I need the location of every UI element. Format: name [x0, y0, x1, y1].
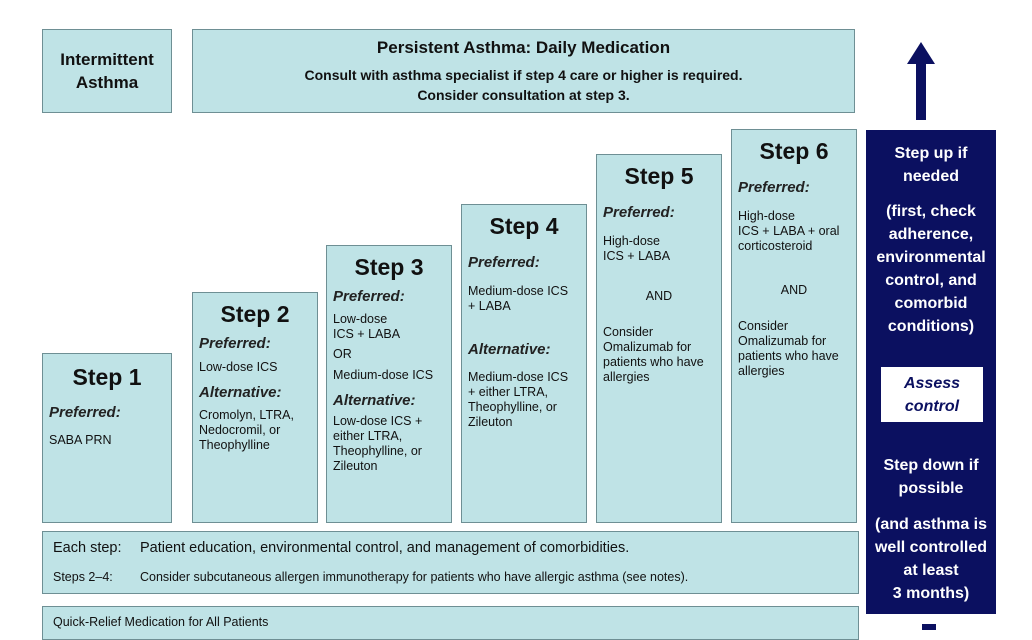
steps-2-4-text: Consider subcutaneous allergen immunothe…	[140, 570, 689, 584]
quick-relief-title: Quick-Relief Medication for All Patients	[53, 615, 269, 629]
intermittent-asthma-header: Intermittent Asthma	[42, 29, 172, 113]
and-text: AND	[780, 283, 808, 297]
step-4-box: Step 4 Preferred: Medium-dose ICS + LABA…	[461, 204, 587, 523]
each-step-row: Each step: Patient education, environment…	[53, 540, 629, 556]
each-step-box: Each step: Patient education, environment…	[42, 531, 859, 594]
each-step-text: Patient education, environmental control…	[140, 540, 630, 556]
step-title: Step 6	[759, 138, 829, 164]
preferred-text: High-dose ICS + LABA	[603, 234, 671, 263]
step-title: Step 1	[72, 364, 142, 390]
persistent-asthma-header: Persistent Asthma: Daily Medication Cons…	[192, 29, 855, 113]
persistent-note-2: Consider consultation at step 3.	[417, 87, 630, 103]
step-6-box: Step 6 Preferred: High-dose ICS + LABA +…	[731, 129, 857, 523]
intermittent-line-2: Asthma	[75, 73, 139, 92]
preferred-text: Medium-dose ICS + LABA	[468, 284, 569, 313]
and-text: AND	[645, 289, 673, 303]
alternative-label: Alternative:	[199, 384, 282, 401]
persistent-title: Persistent Asthma: Daily Medication	[376, 38, 671, 57]
steps-2-4-row: Steps 2–4: Consider subcutaneous allergen…	[53, 570, 688, 584]
preferred-label: Preferred:	[333, 288, 405, 305]
preferred-text: SABA PRN	[49, 433, 112, 447]
step-title: Step 3	[354, 254, 424, 280]
each-step-label: Each step:	[53, 540, 122, 556]
preferred-label: Preferred:	[199, 335, 271, 352]
preferred-label: Preferred:	[738, 179, 810, 196]
alternative-text: Cromolyn, LTRA, Nedocromil, or Theophyll…	[199, 408, 294, 452]
preferred-text-2: Medium-dose ICS	[333, 368, 434, 382]
preferred-label: Preferred:	[603, 204, 675, 221]
preferred-label: Preferred:	[468, 254, 540, 271]
step-title: Step 2	[220, 301, 290, 327]
quick-relief-box: Quick-Relief Medication for All Patients	[42, 606, 859, 640]
step-up-text: Step up if needed	[894, 145, 968, 185]
step-5-box: Step 5 Preferred: High-dose ICS + LABA A…	[596, 154, 722, 523]
assess-line-1: Assess	[903, 374, 961, 392]
step-down-text: Step down if possible	[883, 457, 979, 497]
intermittent-line-1: Intermittent	[60, 50, 154, 69]
preferred-text: High-dose ICS + LABA + oral corticostero…	[738, 209, 840, 253]
preferred-label: Preferred:	[49, 404, 121, 421]
alternative-text: Medium-dose ICS + either LTRA, Theophyll…	[468, 370, 569, 429]
alternative-text: Low-dose ICS + either LTRA, Theophylline…	[333, 414, 423, 473]
alternative-label: Alternative:	[333, 392, 416, 409]
step-title: Step 5	[624, 163, 694, 189]
preferred-text: Low-dose ICS + LABA	[333, 312, 401, 341]
step-up-arrow-icon	[907, 42, 935, 120]
step-down-arrow-icon	[922, 624, 936, 630]
alternative-label: Alternative:	[468, 341, 551, 358]
step-2-box: Step 2 Preferred: Low-dose ICS Alternati…	[192, 292, 318, 523]
assess-line-2: control	[904, 397, 960, 415]
steps-2-4-label: Steps 2–4:	[53, 570, 113, 584]
step-title: Step 4	[489, 213, 559, 239]
consider-text: Consider Omalizumab for patients who hav…	[603, 325, 704, 384]
step-down-note: (and asthma is well controlled at least …	[874, 516, 988, 602]
or-text: OR	[333, 347, 352, 361]
step-1-box: Step 1 Preferred: SABA PRN	[42, 353, 172, 523]
step-3-box: Step 3 Preferred: Low-dose ICS + LABA OR…	[326, 245, 452, 523]
assess-control-box: Assess control	[881, 367, 983, 422]
step-up-note: (first, check adherence, environmental c…	[876, 203, 986, 335]
preferred-text: Low-dose ICS	[199, 360, 278, 374]
step-up-down-panel: Step up if needed (first, check adherenc…	[866, 130, 996, 614]
consider-text: Consider Omalizumab for patients who hav…	[738, 319, 839, 378]
persistent-note-1: Consult with asthma specialist if step 4…	[304, 67, 743, 83]
